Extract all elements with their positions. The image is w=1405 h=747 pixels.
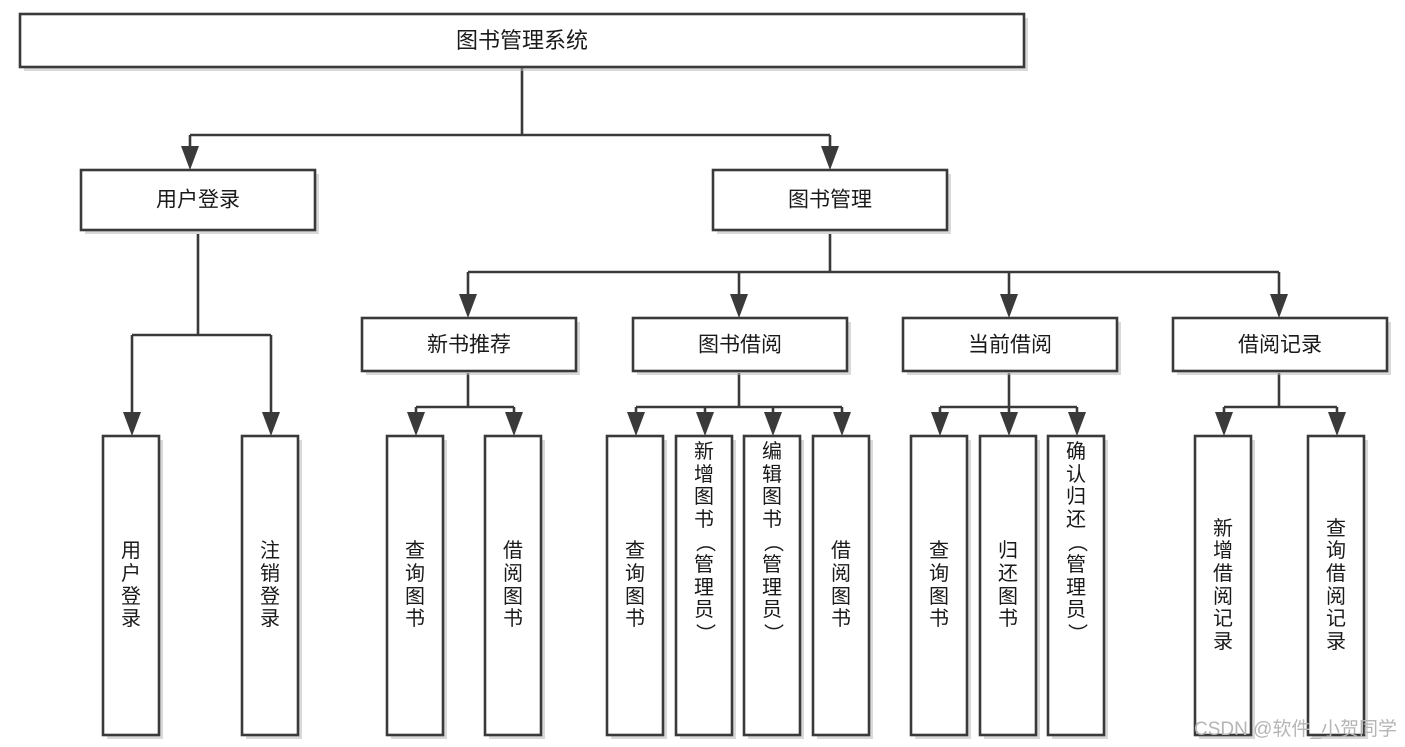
node-current-borrow[interactable]: 当前借阅	[901, 316, 1121, 375]
arrowhead-leaf-edit-book	[764, 412, 782, 436]
node-current-borrow-label: 当前借阅	[968, 334, 1052, 357]
arrowhead-leaf-return-book	[1000, 412, 1018, 436]
node-new-book-recommend-box	[360, 316, 578, 373]
connector-userlogin-to-leaves	[123, 234, 280, 436]
leaf-query-book-1-box[interactable]	[385, 434, 445, 737]
leaf-borrow-book-2-box[interactable]	[811, 434, 871, 737]
leaf-borrow-book-1-box[interactable]	[483, 434, 543, 737]
arrowhead-leaf-query-record	[1328, 412, 1346, 436]
connector-borrowrecord-to-leaves	[1215, 373, 1346, 436]
arrowhead-leaf-query-book-3	[931, 412, 949, 436]
node-borrow-record-label: 借阅记录	[1238, 334, 1322, 357]
node-book-management-label: 图书管理	[788, 189, 872, 212]
arrowhead-leaf-query-book-2	[627, 412, 645, 436]
arrowhead-book-management	[821, 146, 839, 170]
leaf-boxes-borrow-record	[1193, 434, 1368, 739]
arrowhead-current-borrow	[1000, 294, 1018, 318]
leaf-query-record-box[interactable]	[1306, 434, 1366, 737]
node-root-box	[18, 12, 1026, 69]
leaf-user-logout-box[interactable]	[240, 434, 300, 737]
arrowhead-borrow-record	[1270, 294, 1288, 318]
arrowhead-leaf-borrow-book-2	[833, 412, 851, 436]
connector-currentborrow-to-leaves	[931, 373, 1086, 436]
leaf-query-book-2-box[interactable]	[605, 434, 665, 737]
node-book-borrow-box	[631, 316, 849, 373]
arrowhead-leaf-query-book-1	[407, 412, 425, 436]
arrowhead-leaf-borrow-book-1	[505, 412, 523, 436]
node-borrow-record[interactable]: 借阅记录	[1171, 316, 1391, 375]
watermark-text: CSDN @软件_小贺同学	[1194, 719, 1397, 740]
arrowhead-leaf-confirm-return	[1068, 412, 1086, 436]
connector-bookmgmt-to-level2	[459, 234, 1288, 318]
node-user-login[interactable]: 用户登录	[79, 168, 319, 234]
leaf-add-record-box[interactable]	[1193, 434, 1253, 737]
node-root-label: 图书管理系统	[456, 28, 588, 53]
arrowhead-book-borrow	[730, 294, 748, 318]
node-user-login-box	[79, 168, 317, 232]
connector-bookborrow-to-leaves	[627, 373, 851, 436]
leaf-add-book-box[interactable]	[674, 434, 734, 737]
leaf-return-book-box[interactable]	[978, 434, 1038, 737]
leaf-boxes-new-book-recommend	[385, 434, 545, 739]
leaf-boxes-book-borrow	[605, 434, 873, 739]
arrowhead-leaf-add-record	[1215, 412, 1233, 436]
node-new-book-recommend-label: 新书推荐	[427, 334, 511, 357]
arrowhead-new-book	[459, 294, 477, 318]
leaf-boxes-current-borrow	[909, 434, 1108, 739]
leaf-boxes-user-login	[101, 434, 302, 739]
arrowhead-user-login	[181, 146, 199, 170]
node-root[interactable]: 图书管理系统	[18, 12, 1028, 71]
node-book-management-box	[711, 168, 949, 232]
leaf-user-login-box[interactable]	[101, 434, 161, 737]
node-book-borrow-label: 图书借阅	[698, 334, 782, 357]
node-current-borrow-box	[901, 316, 1119, 373]
arrowhead-leaf-user-logout	[262, 412, 280, 436]
arrowhead-leaf-user-login	[123, 412, 141, 436]
connector-newbook-to-leaves	[407, 373, 523, 436]
leaf-confirm-return-box[interactable]	[1046, 434, 1106, 737]
node-user-login-label: 用户登录	[156, 189, 240, 212]
node-book-borrow[interactable]: 图书借阅	[631, 316, 851, 375]
node-new-book-recommend[interactable]: 新书推荐	[360, 316, 580, 375]
leaf-query-book-3-box[interactable]	[909, 434, 969, 737]
node-book-management[interactable]: 图书管理	[711, 168, 951, 234]
connector-root-to-level1	[181, 67, 839, 170]
node-borrow-record-box	[1171, 316, 1389, 373]
leaf-edit-book-box[interactable]	[742, 434, 802, 737]
arrowhead-leaf-add-book	[696, 412, 714, 436]
